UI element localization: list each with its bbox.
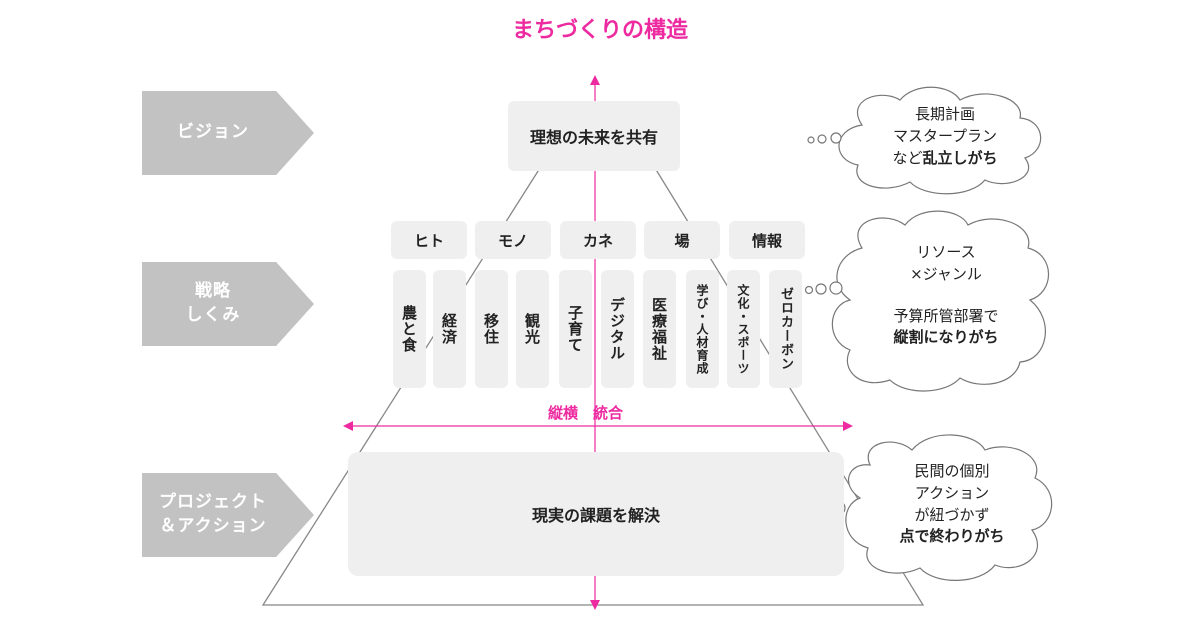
stage-strategy-label: 戦略 しくみ xyxy=(185,281,241,325)
genre-label: 医療福祉 xyxy=(650,297,668,361)
genre-column: 子育て xyxy=(559,270,592,388)
genre-column: 経済 xyxy=(433,270,466,388)
action-box-label: 現実の課題を解決 xyxy=(531,506,660,525)
resource-label: 場 xyxy=(674,231,690,250)
diagram-title: まちづくりの構造 xyxy=(511,18,688,43)
cloud-3-text: 民間の個別 アクション が紐づかず 点で終わりがち xyxy=(882,461,1022,548)
vision-box: 理想の未来を共有 xyxy=(508,101,680,171)
genre-label: 移住 xyxy=(482,313,500,345)
thought-cloud-2 xyxy=(804,210,1050,392)
genre-label: 学び・人材育成 xyxy=(695,283,709,375)
genre-column: 文化・スポーツ xyxy=(727,270,760,388)
resource-box-information: 情報 xyxy=(729,221,805,259)
genre-label: 経済 xyxy=(440,313,458,345)
stage-vision-label: ビジョン xyxy=(177,122,249,143)
cloud-line: ×ジャンル xyxy=(910,264,982,283)
genre-label: 文化・スポーツ xyxy=(736,283,750,375)
resource-label: ヒト xyxy=(413,231,444,250)
resource-box-people: ヒト xyxy=(391,221,467,259)
cloud-line: 長期計画 xyxy=(914,105,975,123)
resource-box-things: モノ xyxy=(475,221,551,259)
genre-column: 観光 xyxy=(516,270,549,388)
genre-column: 移住 xyxy=(475,270,508,388)
cloud-spacer xyxy=(876,286,1016,306)
stage-strategy-chevron: 戦略 しくみ xyxy=(142,262,314,346)
cloud-emphasis: 乱立しがち xyxy=(922,148,998,167)
stage-vision-chevron: ビジョン xyxy=(142,91,314,175)
genre-label: デジタル xyxy=(608,297,626,361)
cloud-line: リソース xyxy=(916,243,976,261)
resource-label: モノ xyxy=(497,231,528,250)
resource-label: 情報 xyxy=(751,231,782,250)
genre-label: ゼロカーボン xyxy=(778,287,793,371)
resource-label: カネ xyxy=(582,231,613,250)
vision-box-label: 理想の未来を共有 xyxy=(529,128,658,147)
cloud-emphasis-line: など乱立しがち xyxy=(880,148,1010,170)
genre-column: ゼロカーボン xyxy=(769,270,802,388)
cloud-emphasis: 縦割になりがち xyxy=(893,328,999,347)
cloud-line: アクション xyxy=(914,483,990,502)
cloud-line: 民間の個別 xyxy=(914,462,990,480)
cloud-emphasis-line: 点で終わりがち xyxy=(882,526,1022,548)
genre-column: デジタル xyxy=(601,270,634,388)
cloud-line: 予算所管部署で xyxy=(893,306,999,325)
stage-action-label: プロジェクト ＆アクション xyxy=(159,492,267,536)
cloud-2-text: リソース ×ジャンル 予算所管部署で 縦割になりがち xyxy=(876,242,1016,349)
cloud-line: が紐づかず xyxy=(914,505,990,524)
cloud-line: マスタープラン xyxy=(892,126,998,145)
resource-box-money: カネ xyxy=(560,221,636,259)
action-box: 現実の課題を解決 xyxy=(348,452,844,576)
genre-column: 農と食 xyxy=(393,270,426,388)
integration-label: 縦横 統合 xyxy=(548,404,624,422)
cloud-emphasis: 点で終わりがち xyxy=(899,527,1005,546)
genre-label: 農と食 xyxy=(400,305,418,353)
cloud-1-text: 長期計画 マスタープラン など乱立しがち xyxy=(880,104,1010,169)
genre-column: 学び・人材育成 xyxy=(686,270,719,388)
genre-label: 観光 xyxy=(523,313,541,345)
stage-action-chevron: プロジェクト ＆アクション xyxy=(142,473,314,557)
cloud-prefix: など xyxy=(892,148,923,167)
genre-label: 子育て xyxy=(566,305,584,353)
genre-column: 医療福祉 xyxy=(643,270,676,388)
resource-box-place: 場 xyxy=(644,221,720,259)
cloud-emphasis-line: 縦割になりがち xyxy=(876,327,1016,349)
thought-cloud-1 xyxy=(807,86,1042,195)
